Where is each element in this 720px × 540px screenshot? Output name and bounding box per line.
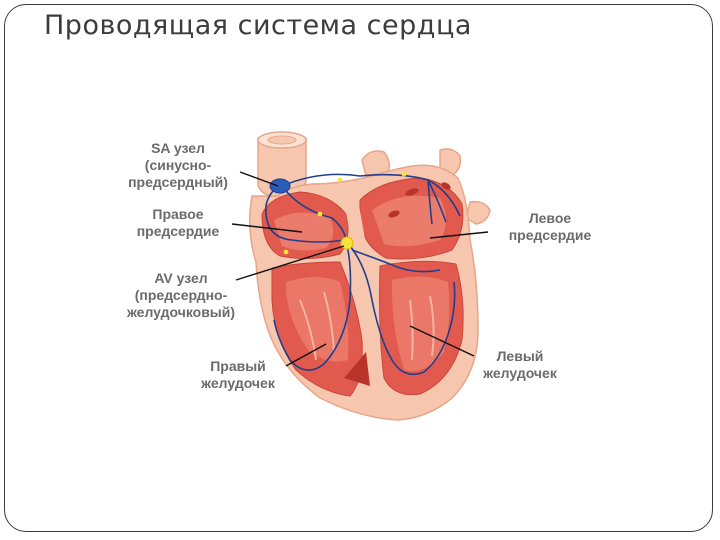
- label-right-ventricle-line2: желудочек: [201, 375, 275, 391]
- label-left-ventricle-line2: желудочек: [483, 365, 557, 381]
- label-right-atrium-line2: предсердие: [136, 223, 220, 239]
- trabeculae: [299, 291, 435, 361]
- pointer-lines: [231, 171, 489, 367]
- slide-title: Проводящая система сердца: [44, 10, 472, 41]
- label-left-ventricle: Левый желудочек: [470, 348, 570, 382]
- label-sa-node-line1: SA узел: [151, 140, 205, 156]
- label-left-ventricle-line1: Левый: [496, 348, 544, 364]
- av-node: [340, 236, 354, 250]
- conduction-pathways: [264, 173, 461, 376]
- label-sa-node-line3: предсердный): [128, 174, 228, 190]
- sa-node: [269, 178, 291, 194]
- label-left-atrium: Левое предсердие: [496, 210, 604, 244]
- label-left-atrium-line1: Левое: [528, 210, 572, 226]
- label-av-node: AV узел (предсердно- желудочковый): [114, 270, 248, 321]
- label-right-ventricle-line1: Правый: [210, 358, 266, 374]
- label-right-atrium-line1: Правое: [152, 206, 204, 222]
- label-av-node-line1: AV узел: [154, 270, 208, 286]
- label-sa-node-line2: (синусно-: [144, 157, 212, 173]
- label-av-node-line3: желудочковый): [126, 304, 236, 320]
- label-right-ventricle: Правый желудочек: [190, 358, 286, 392]
- label-av-node-line2: (предсердно-: [134, 287, 228, 303]
- label-sa-node: SA узел (синусно- предсердный): [116, 140, 240, 191]
- great-vessels: [257, 131, 491, 225]
- label-right-atrium: Правое предсердие: [126, 206, 230, 240]
- label-left-atrium-line2: предсердие: [508, 227, 592, 243]
